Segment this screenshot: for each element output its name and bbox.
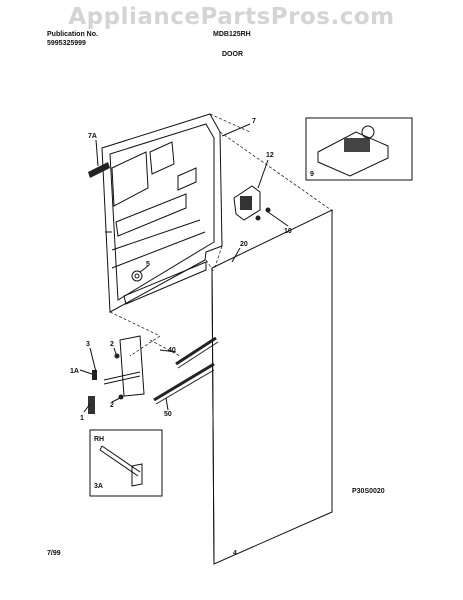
callout-12: 12 bbox=[266, 152, 274, 159]
vent-part bbox=[88, 162, 110, 178]
latch-assembly bbox=[233, 185, 271, 221]
model-number: MDB125RH bbox=[213, 31, 251, 38]
inner-door-panel bbox=[101, 113, 223, 313]
outer-door-panel bbox=[211, 209, 333, 565]
diagram-code: P30S0020 bbox=[352, 488, 385, 495]
callout-3: 3 bbox=[86, 341, 90, 348]
hinge-assembly bbox=[88, 335, 145, 414]
door-strips bbox=[153, 336, 219, 405]
callout-2-lower: 2 bbox=[110, 402, 114, 409]
callout-20: 20 bbox=[240, 241, 248, 248]
callout-10: 10 bbox=[284, 228, 292, 235]
callout-2-upper: 2 bbox=[110, 341, 114, 348]
callout-1a: 1A bbox=[70, 368, 79, 375]
leader-lines bbox=[79, 123, 289, 413]
watermark: AppliancePartsPros.com bbox=[68, 4, 395, 30]
callout-rh: RH bbox=[94, 436, 104, 443]
callout-1: 1 bbox=[80, 415, 84, 422]
callout-7: 7 bbox=[252, 118, 256, 125]
footer-page-number: 4 bbox=[233, 550, 237, 557]
rh-inset-box bbox=[89, 429, 163, 497]
callout-5: 5 bbox=[146, 261, 150, 268]
publication-label: Publication No. bbox=[47, 31, 98, 38]
footer-date: 7/99 bbox=[47, 550, 61, 557]
callout-3a: 3A bbox=[94, 483, 103, 490]
callout-9: 9 bbox=[310, 171, 314, 178]
callout-50: 50 bbox=[164, 411, 172, 418]
publication-number: 5995325999 bbox=[47, 40, 86, 47]
callout-40: 40 bbox=[168, 347, 176, 354]
inset-box-detail bbox=[305, 117, 413, 181]
assembly-lines bbox=[109, 113, 335, 357]
section-title: DOOR bbox=[222, 51, 243, 58]
callout-7a: 7A bbox=[88, 133, 97, 140]
